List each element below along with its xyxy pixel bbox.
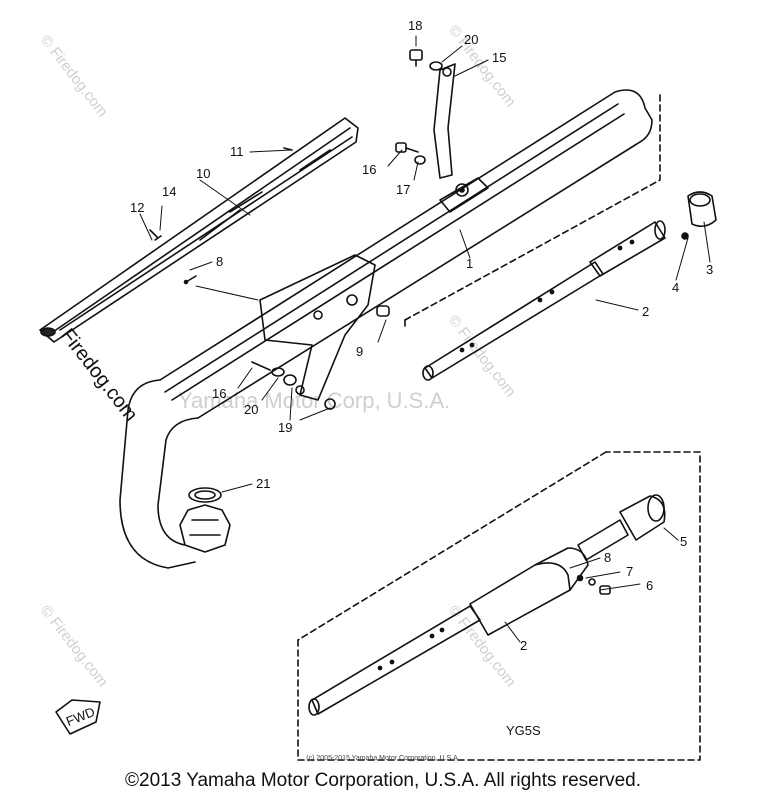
callout-21: 21 [256,476,270,491]
callout-15: 15 [492,50,506,65]
callout-11: 11 [230,144,244,159]
small-copyright: (c) 2005-2015 Yamaha Motor Corporation, … [306,755,460,762]
callout-20-top: 20 [464,32,478,47]
callout-20-bottom: 20 [244,402,258,417]
muffler-body [119,89,653,569]
variant-enclosure-diagonal [297,451,607,641]
callout-6: 6 [646,578,653,593]
callout-19: 19 [278,420,292,435]
end-cap [681,191,717,240]
forward-label: FWD [64,704,97,729]
watermark-firedog-dark: Firedog.com [56,325,142,426]
watermark-firedog-top-left: © Firedog.com [37,32,111,120]
hardware-top [149,49,443,386]
mount-bracket [259,254,376,410]
watermark-firedog-bottom-left: © Firedog.com [37,602,111,690]
callout-7: 7 [626,564,633,579]
callout-labels: 18 20 15 11 10 14 12 8 16 17 1 9 2 4 3 1… [64,18,713,729]
callout-10: 10 [196,166,210,181]
callout-8-lower: 8 [604,550,611,565]
copyright-notice: ©2013 Yamaha Motor Corporation, U.S.A. A… [125,770,641,791]
callout-3: 3 [706,262,713,277]
watermark-firedog-middle-right: © Firedog.com [445,312,519,400]
muffler-stay [433,63,456,179]
variant-enclosure [297,451,701,761]
variant-label: YG5S [506,723,541,738]
callout-14: 14 [162,184,176,199]
callout-16-bottom: 16 [212,386,226,401]
callout-9: 9 [356,344,363,359]
watermark-layer: © Firedog.com © Firedog.com © Firedog.co… [37,22,519,690]
enclosure-line-upper [404,91,661,321]
spark-arrester-tip [576,494,666,595]
callout-18: 18 [408,18,422,33]
callout-12: 12 [130,200,144,215]
leader-lines [139,35,711,643]
watermark-yamaha: Yamaha Motor Corp, U.S.A. [178,388,450,413]
callout-1: 1 [466,256,473,271]
callout-4: 4 [672,280,679,295]
inner-tube-lower [308,547,589,716]
heat-guard [39,117,359,343]
watermark-firedog-top-right: © Firedog.com [445,22,519,110]
callout-5: 5 [680,534,687,549]
callout-8-upper: 8 [216,254,223,269]
callout-2-lower: 2 [520,638,527,653]
forward-arrow [55,699,101,735]
callout-16-top: 16 [362,162,376,177]
callout-17: 17 [396,182,410,197]
callout-2-upper: 2 [642,304,649,319]
inner-tube-upper [422,220,666,381]
